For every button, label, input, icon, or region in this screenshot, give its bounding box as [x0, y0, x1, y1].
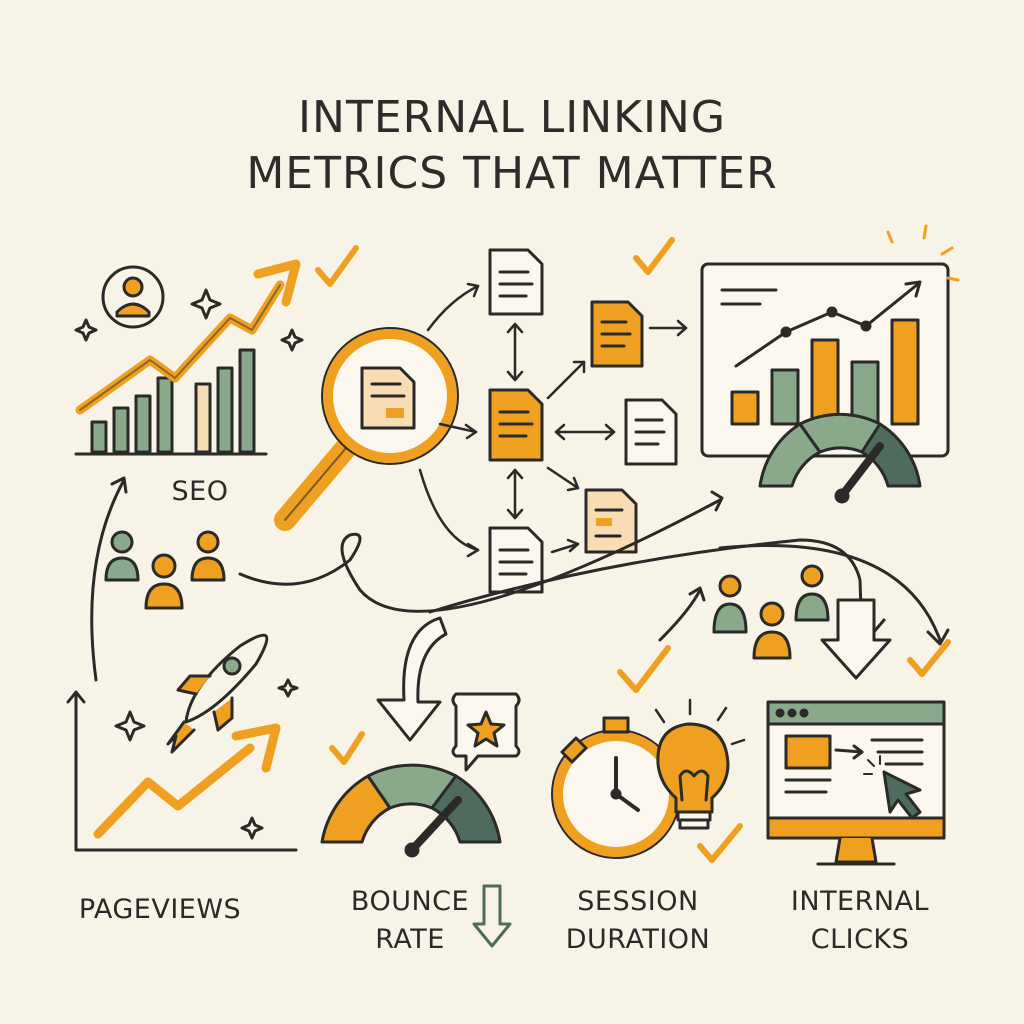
lightbulb-icon [656, 722, 730, 830]
label-bounce-rate-line-1: BOUNCE [350, 886, 470, 917]
document-icon [590, 300, 644, 368]
label-internal-clicks-line-2: CLICKS [810, 924, 910, 955]
label-seo: SEO [171, 476, 229, 507]
network-arrows [418, 282, 688, 558]
check-icon [315, 245, 359, 287]
page-title-line-2: METRICS THAT MATTER [246, 148, 778, 199]
document-icon [624, 398, 678, 466]
growth-chart-icon [74, 259, 301, 456]
gauge-icon [758, 412, 922, 504]
document-icon [488, 248, 544, 316]
label-session-duration-line-1: SESSION [577, 886, 699, 917]
browser-monitor-icon [766, 700, 946, 866]
sparkle-icon [886, 224, 960, 282]
rocket-icon [166, 633, 269, 754]
down-arrow-icon [820, 598, 892, 680]
cursor-icon [863, 755, 922, 820]
page-title-line-1: INTERNAL LINKING [298, 92, 726, 143]
check-icon [633, 237, 675, 275]
gauge-icon [320, 763, 502, 858]
stopwatch-icon [551, 716, 681, 859]
people-icon [104, 530, 226, 610]
people-icon [712, 564, 830, 660]
down-arrow-icon [472, 884, 512, 948]
check-icon [697, 823, 743, 863]
label-session-duration-line-2: DURATION [565, 924, 711, 955]
dashboard-chart-icon [700, 262, 950, 458]
label-internal-clicks-line-1: INTERNAL [790, 886, 930, 917]
document-icon [488, 526, 544, 594]
user-icon [101, 265, 165, 329]
document-icon [488, 388, 544, 462]
down-arrow-icon [376, 616, 448, 742]
check-icon [907, 639, 951, 677]
growth-chart-icon [66, 690, 298, 852]
label-pageviews: PAGEVIEWS [78, 894, 242, 925]
check-icon [617, 645, 671, 693]
star-bubble-icon [451, 692, 521, 772]
check-icon [329, 731, 365, 765]
sparkle-icon [114, 678, 299, 840]
document-icon [584, 488, 638, 554]
sparkle-icon [74, 288, 304, 352]
sparkle-icon [654, 698, 746, 746]
magnifier-icon [274, 327, 459, 531]
label-bounce-rate-line-2: RATE [375, 924, 445, 955]
